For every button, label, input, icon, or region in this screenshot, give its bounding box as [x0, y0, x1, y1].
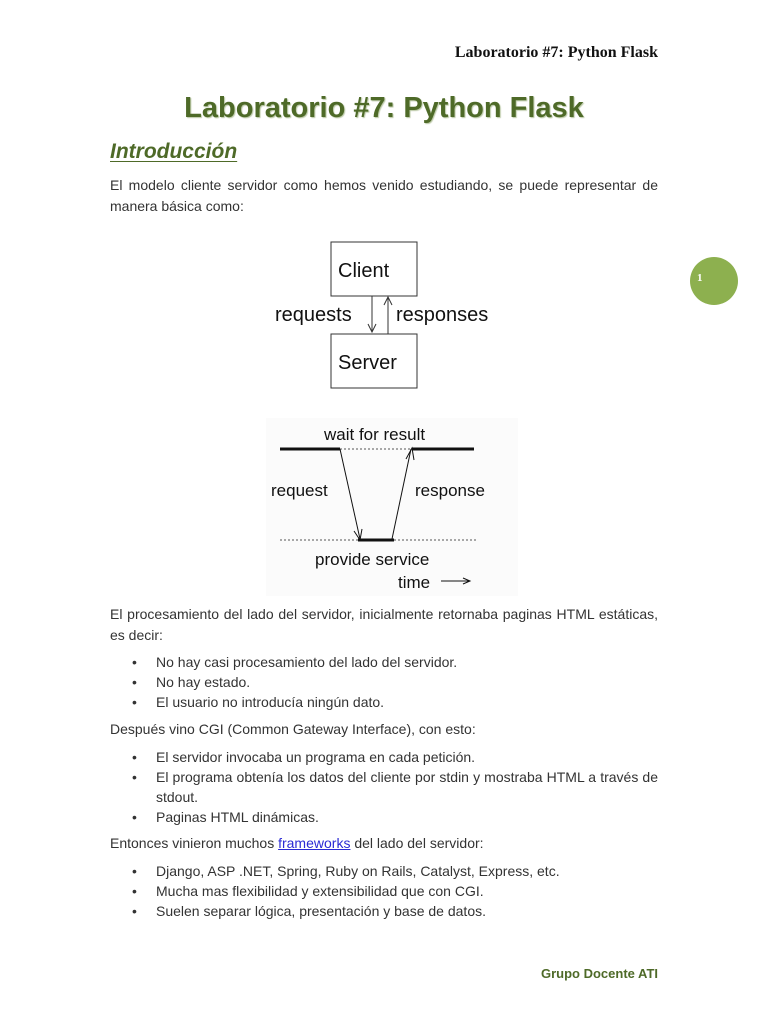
server-box: [330, 333, 418, 389]
list-item: •Paginas HTML dinámicas.: [132, 809, 319, 825]
server-side-paragraph: El procesamiento del lado del servidor, …: [110, 606, 658, 643]
client-box: [330, 241, 418, 297]
server-side-list: •No hay casi procesamiento del lado del …: [110, 652, 658, 712]
response-line: [391, 448, 412, 540]
frameworks-link[interactable]: frameworks: [278, 835, 351, 851]
list-item: •El servidor invocaba un programa en cad…: [132, 749, 476, 765]
list-item: •No hay estado.: [132, 674, 251, 690]
page-title: Laboratorio #7: Python Flask: [184, 92, 584, 124]
request-arrowhead: [367, 323, 377, 334]
list-item: •El usuario no introducía ningún dato.: [132, 694, 385, 710]
wait-for-result-label: wait for result: [323, 425, 425, 444]
intro-paragraph: El modelo cliente servidor como hemos ve…: [110, 177, 658, 214]
time-label: time: [398, 573, 430, 592]
response-label: response: [415, 481, 485, 500]
time-arrowhead: [462, 577, 472, 585]
section-heading-introduccion: Introducción: [110, 140, 238, 163]
server-label: Server: [338, 352, 397, 374]
frameworks-list: •Django, ASP .NET, Spring, Ruby on Rails…: [110, 861, 658, 921]
cgi-list: •El servidor invocaba un programa en cad…: [110, 747, 658, 827]
page-number-badge: 1: [690, 257, 738, 305]
running-header: Laboratorio #7: Python Flask: [454, 44, 658, 61]
response-arrowhead: [383, 295, 393, 306]
request-line: [339, 448, 361, 540]
list-item: •Mucha mas flexibilidad y extensibilidad…: [132, 883, 484, 899]
list-item: •No hay casi procesamiento del lado del …: [132, 654, 458, 670]
response-line-head: [405, 446, 415, 461]
requests-label: requests: [275, 304, 352, 326]
client-label: Client: [338, 260, 390, 282]
responses-label: responses: [396, 304, 488, 326]
frameworks-paragraph: Entonces vinieron muchos frameworks del …: [110, 835, 484, 851]
request-label: request: [271, 481, 328, 500]
cgi-paragraph: Después vino CGI (Common Gateway Interfa…: [110, 721, 476, 737]
page-footer: Grupo Docente ATI: [541, 966, 658, 981]
provide-service-label: provide service: [315, 550, 429, 569]
list-item: •Django, ASP .NET, Spring, Ruby on Rails…: [132, 863, 560, 879]
request-timeline-diagram: wait for result request response provide…: [266, 418, 518, 596]
list-item: •Suelen separar lógica, presentación y b…: [132, 903, 486, 919]
list-item: •El programa obtenía los datos del clien…: [132, 769, 658, 805]
client-server-diagram: Client Server requests responses: [275, 241, 488, 389]
